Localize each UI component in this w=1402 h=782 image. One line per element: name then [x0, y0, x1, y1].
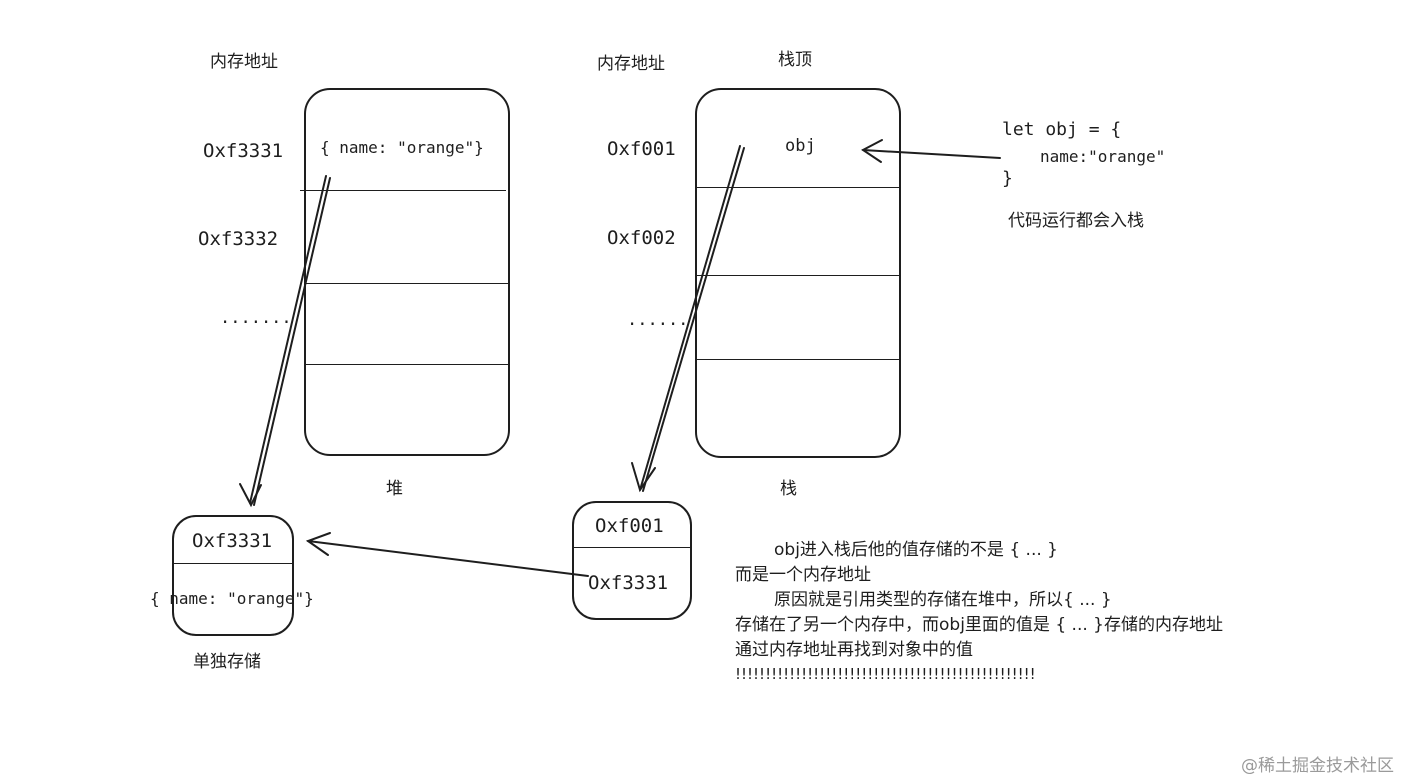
- heap-divider: [300, 190, 506, 191]
- heap-cell-object: { name: "orange"}: [320, 138, 484, 157]
- stack-address-ellipsis: ......: [627, 310, 689, 330]
- note-line-1: obj进入栈后他的值存储的不是 { ... }: [774, 540, 1058, 560]
- separate-storage-divider: [174, 563, 292, 564]
- stack-address-1: Oxf002: [607, 227, 676, 249]
- code-line-1: let obj = {: [1002, 119, 1122, 140]
- watermark: @稀土掘金技术社区: [1241, 756, 1394, 776]
- stack-address-0: Oxf001: [607, 138, 676, 160]
- note-line-6: !!!!!!!!!!!!!!!!!!!!!!!!!!!!!!!!!!!!!!!!…: [735, 665, 1036, 683]
- stack-divider: [695, 187, 901, 188]
- heap-address-ellipsis: .......: [220, 308, 292, 328]
- stack-divider: [695, 275, 901, 276]
- stack-divider: [695, 359, 901, 360]
- note-line-5: 通过内存地址再找到对象中的值: [735, 640, 973, 660]
- pointer-box-value: Oxf3331: [588, 572, 669, 594]
- heap-divider: [304, 283, 508, 284]
- separate-storage-content: { name: "orange"}: [150, 589, 314, 608]
- pointer-to-storage-arrow: [305, 532, 589, 577]
- separate-storage-address: Oxf3331: [192, 530, 273, 552]
- note-line-4: 存储在了另一个内存中，而obj里面的值是 { ... }存储的内存地址: [735, 615, 1223, 635]
- code-line-3: }: [1002, 168, 1013, 189]
- stack-address-header: 内存地址: [597, 54, 665, 74]
- stack-label: 栈: [780, 479, 797, 499]
- heap-address-header: 内存地址: [210, 52, 278, 72]
- separate-storage-caption: 单独存储: [193, 652, 261, 672]
- heap-divider: [304, 364, 510, 365]
- pointer-box-address: Oxf001: [595, 515, 664, 537]
- code-line-2: name:"orange": [1040, 147, 1166, 166]
- heap-address-1: Oxf3332: [198, 228, 279, 250]
- pointer-box-divider: [574, 547, 690, 548]
- heap-address-0: Oxf3331: [203, 140, 284, 162]
- note-line-2: 而是一个内存地址: [735, 565, 871, 585]
- stack-cell-obj: obj: [785, 136, 816, 156]
- stack-top-label: 栈顶: [778, 50, 812, 70]
- separate-storage-box: [172, 515, 294, 636]
- heap-label: 堆: [386, 479, 403, 499]
- note-line-3: 原因就是引用类型的存储在堆中，所以{ ... }: [774, 590, 1112, 610]
- code-caption: 代码运行都会入栈: [1008, 211, 1144, 231]
